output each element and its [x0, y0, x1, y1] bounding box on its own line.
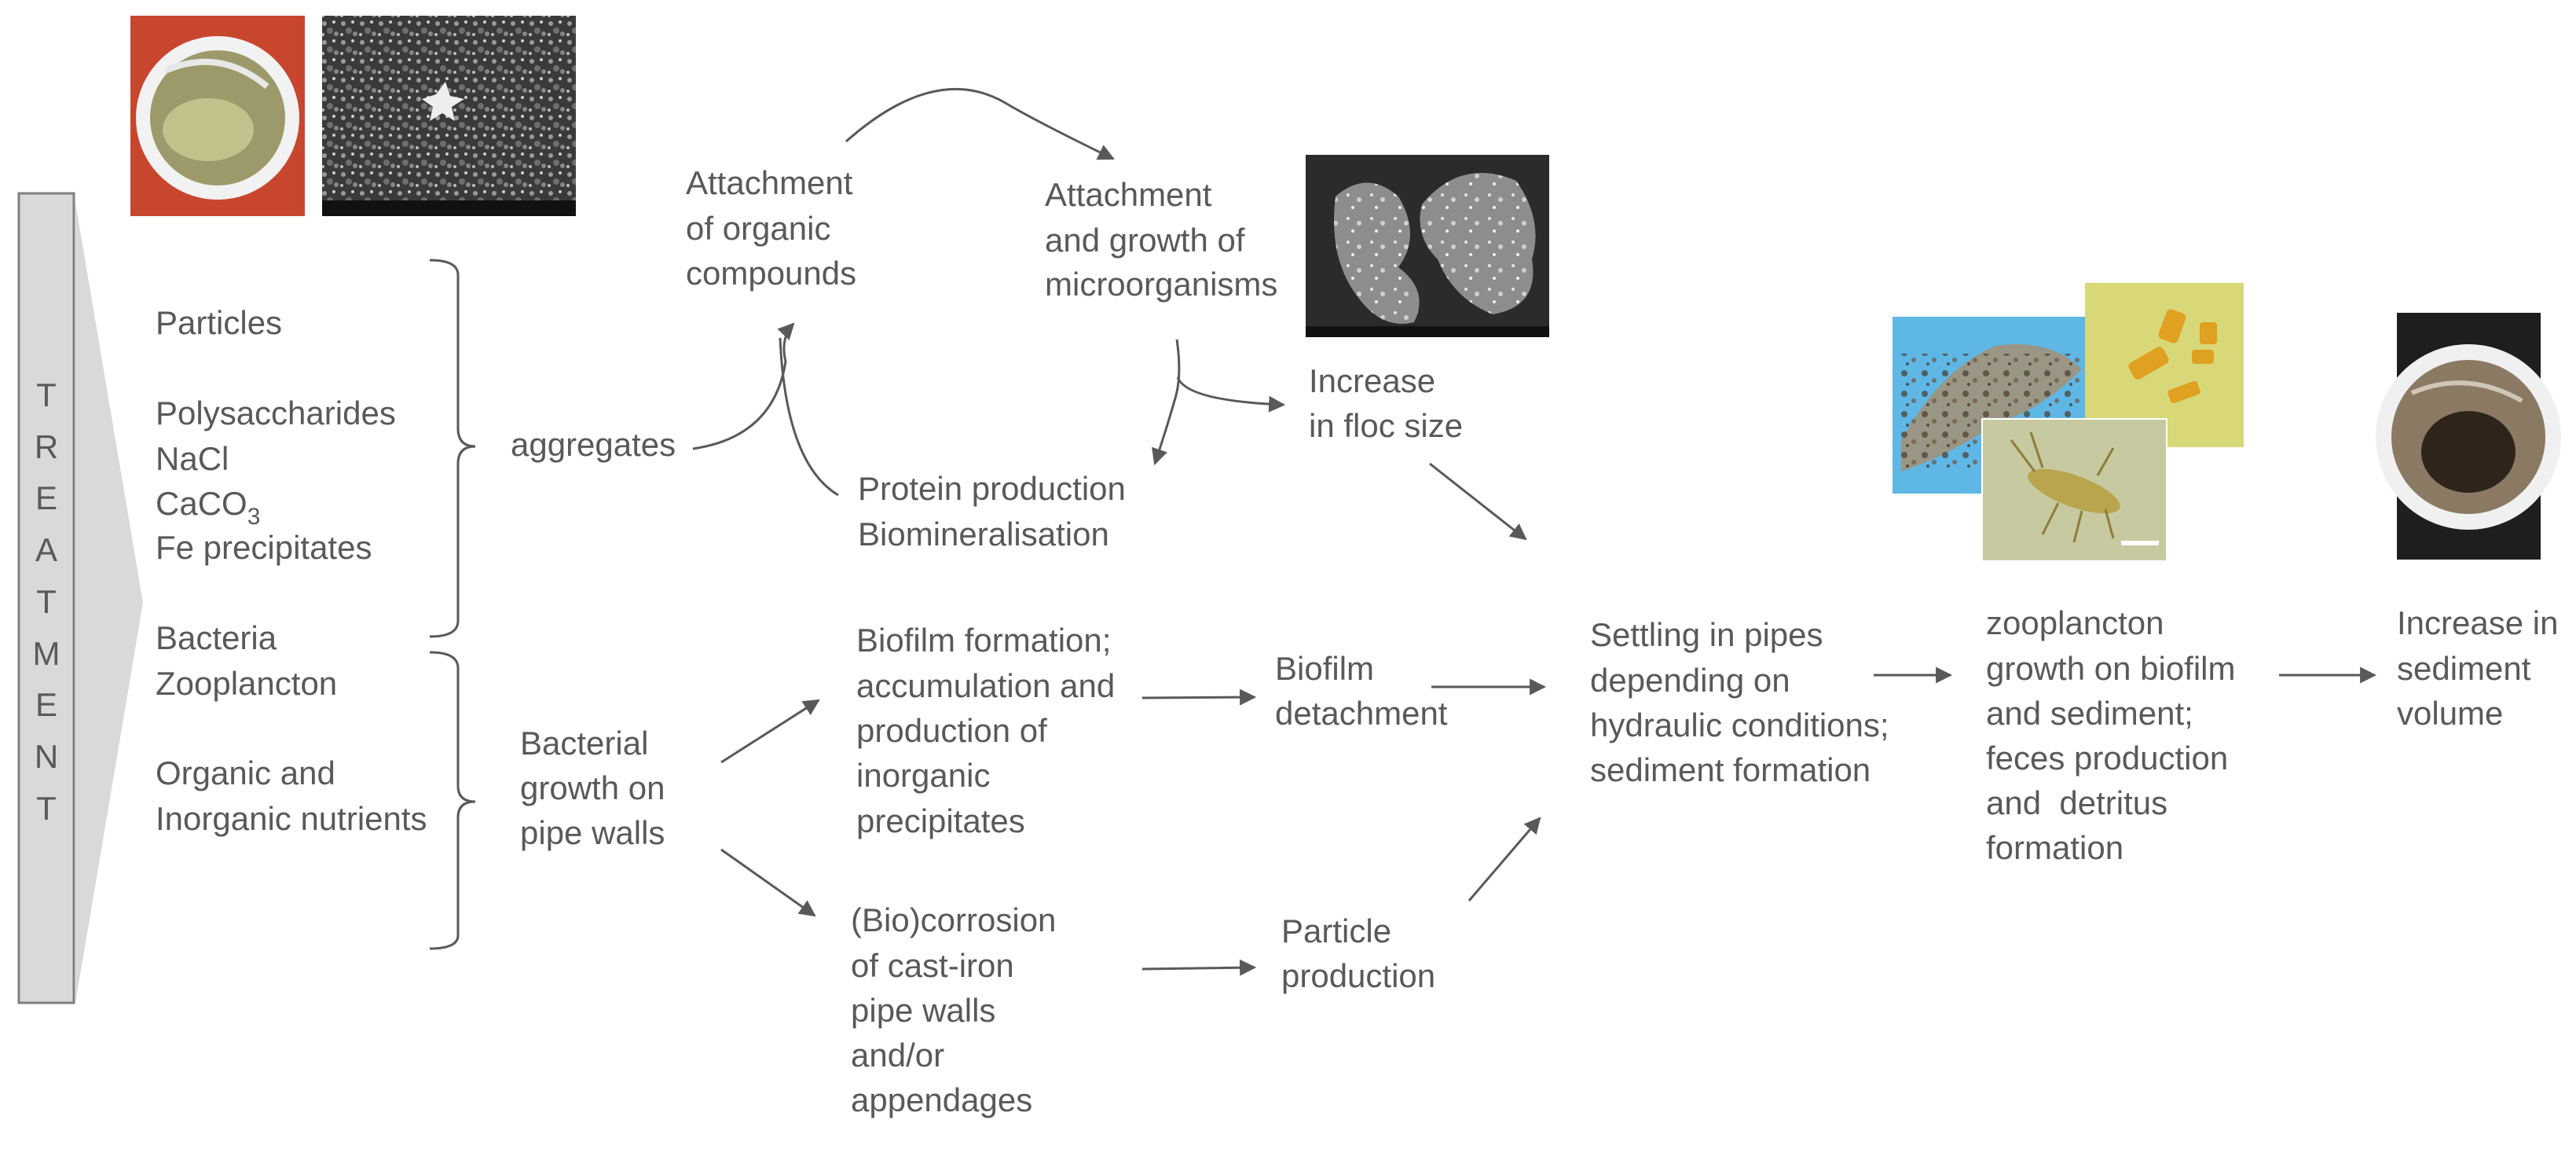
biocorrosion-line3: pipe walls [851, 992, 995, 1029]
arrow-bacterial-to-corrosion [720, 848, 816, 917]
photo-sediment-jar-icon [2376, 313, 2561, 560]
microscope-aggregate-icon [1893, 317, 2109, 494]
biocorrosion-label: (Bio)corrosion of cast-iron pipe walls a… [851, 901, 1056, 1118]
input-nutrients-line1: Organic and [156, 754, 335, 791]
arrow-protein-to-attach [779, 337, 839, 497]
photo-sample-jar-icon [130, 16, 305, 216]
attachment-organic-line3: compounds [686, 255, 856, 292]
flow-arrows [692, 87, 2377, 976]
floc-line2: in floc size [1309, 407, 1463, 444]
arrow-particle-to-settling [1468, 817, 1541, 901]
biofilm-formation-line1: Biofilm formation; [856, 622, 1111, 659]
input-polysaccharides: Polysaccharides [156, 395, 396, 431]
protein-line2: Biomineralisation [858, 516, 1109, 552]
lower-brace [429, 651, 476, 950]
treatment-letter-8: N [35, 738, 58, 775]
treatment-letter-5: T [36, 583, 57, 620]
biofilm-detachment-label: Biofilm detachment [1275, 650, 1448, 732]
attachment-micro-line1: Attachment [1045, 176, 1212, 213]
biofilm-detachment-line2: detachment [1275, 695, 1448, 732]
bacterial-growth-line1: Bacterial [520, 725, 648, 762]
attachment-organic-label: Attachment of organic compounds [686, 164, 856, 292]
treatment-block: T R E A T M E N T [17, 192, 143, 1004]
particle-production-line1: Particle [1281, 912, 1391, 949]
input-caco3: CaCO3 [156, 485, 260, 530]
sediment-volume-line1: Increase in [2397, 604, 2558, 641]
treatment-letter-3: E [35, 479, 57, 516]
input-caco3-subscript: 3 [247, 504, 261, 530]
settling-line3: hydraulic conditions; [1590, 707, 1889, 743]
treatment-letter-6: M [33, 635, 60, 672]
floc-line1: Increase [1309, 362, 1435, 399]
sem-micrograph-icon [322, 16, 576, 216]
arrow-to-floc [1176, 376, 1286, 413]
arrow-biofilm-to-detachment [1141, 688, 1257, 706]
treatment-letter-1: T [36, 376, 57, 413]
treatment-letter-2: R [35, 428, 58, 465]
protein-line1: Protein production [858, 470, 1126, 507]
particle-production-line2: production [1281, 957, 1435, 994]
arrow-top-arc [845, 87, 1115, 160]
bacterial-growth-line3: pipe walls [520, 814, 665, 851]
input-nacl: NaCl [156, 440, 229, 477]
arrow-bacterial-to-biofilm [720, 699, 820, 764]
inputs-list: Particles Polysaccharides NaCl CaCO3 Fe … [156, 304, 427, 837]
treatment-bar [17, 192, 75, 1004]
attachment-organic-line1: Attachment [686, 164, 853, 201]
bacterial-growth-label: Bacterial growth on pipe walls [520, 725, 665, 851]
zooplancton-growth-line6: formation [1986, 829, 2123, 866]
biocorrosion-line2: of cast-iron [851, 947, 1014, 984]
biofilm-formation-line4: inorganic [856, 757, 990, 794]
biofilm-detachment-line1: Biofilm [1275, 650, 1374, 687]
input-caco3-main: CaCO [156, 485, 247, 522]
zooplancton-growth-line3: and sediment; [1986, 695, 2193, 732]
zooplancton-growth-line1: zooplancton [1986, 604, 2164, 641]
biocorrosion-line5: appendages [851, 1081, 1032, 1118]
input-zooplancton: Zooplancton [156, 665, 337, 702]
attachment-micro-line3: microorganisms [1045, 266, 1277, 303]
sem-floc-micrograph-icon [1306, 155, 1549, 337]
biofilm-formation-label: Biofilm formation; accumulation and prod… [856, 622, 1115, 839]
aggregates-label: aggregates [511, 426, 676, 463]
zooplancton-growth-label: zooplancton growth on biofilm and sedime… [1986, 604, 2235, 866]
arrow-corrosion-to-particle [1141, 959, 1257, 976]
sediment-volume-label: Increase in sediment volume [2397, 604, 2558, 732]
attachment-micro-line2: and growth of [1045, 222, 1245, 259]
attachment-organic-line2: of organic [686, 210, 830, 247]
biocorrosion-line1: (Bio)corrosion [851, 901, 1056, 938]
sediment-volume-line3: volume [2397, 695, 2503, 732]
biofilm-formation-line5: precipitates [856, 802, 1025, 839]
biocorrosion-line4: and/or [851, 1037, 944, 1074]
arrow-aggregates-to-cycle [692, 322, 795, 450]
protein-label: Protein production Biomineralisation [858, 470, 1126, 552]
bacterial-growth-line2: growth on [520, 769, 665, 806]
arrow-floc-to-settling [1429, 462, 1527, 541]
treatment-arrow-shape [75, 203, 143, 1003]
input-nutrients-line2: Inorganic nutrients [156, 800, 427, 837]
microscope-isopod-icon [1981, 418, 2167, 562]
treatment-letter-4: A [35, 531, 57, 568]
arrow-micro-down-split [1152, 339, 1181, 465]
input-bacteria: Bacteria [156, 619, 277, 656]
zooplancton-growth-line2: growth on biofilm [1986, 650, 2235, 687]
settling-label: Settling in pipes depending on hydraulic… [1590, 616, 1889, 788]
input-fe-precipitates: Fe precipitates [156, 529, 372, 566]
attachment-micro-label: Attachment and growth of microorganisms [1045, 176, 1277, 303]
settling-line2: depending on [1590, 662, 1790, 699]
biofilm-formation-line3: production of [856, 712, 1047, 749]
settling-line1: Settling in pipes [1590, 616, 1823, 653]
sediment-volume-line2: sediment [2397, 650, 2531, 687]
upper-brace [429, 259, 476, 638]
settling-line4: sediment formation [1590, 751, 1871, 788]
floc-label: Increase in floc size [1309, 362, 1463, 444]
treatment-letter-7: E [35, 686, 57, 723]
zooplancton-growth-line4: feces production [1986, 740, 2228, 776]
input-particles: Particles [156, 304, 282, 341]
zooplancton-growth-line5: and detritus [1986, 784, 2167, 821]
particle-production-label: Particle production [1281, 912, 1435, 994]
treatment-letter-9: T [36, 790, 57, 827]
biofilm-formation-line2: accumulation and [856, 667, 1115, 704]
